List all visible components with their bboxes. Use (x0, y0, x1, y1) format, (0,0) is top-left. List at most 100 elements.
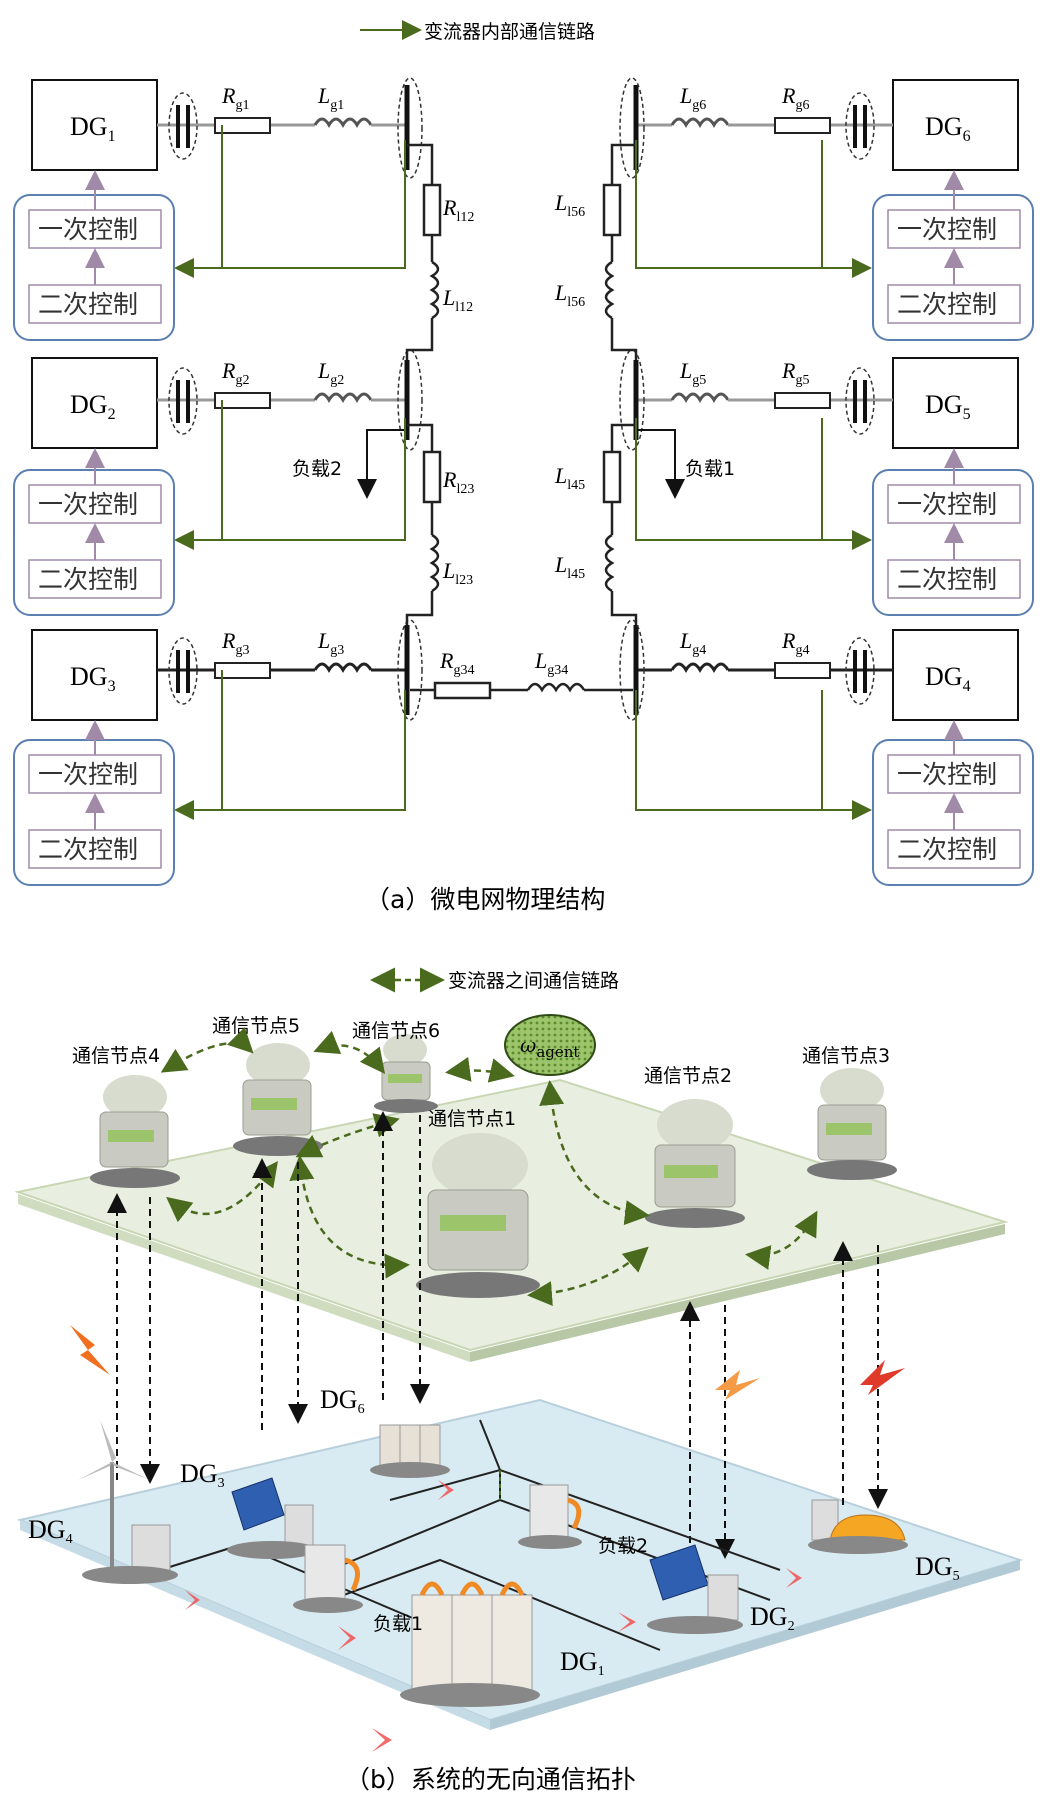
dg4-label: DG4 (925, 662, 971, 695)
legend-a-text: 变流器内部通信链路 (424, 21, 595, 43)
node6-label: 通信节点6 (352, 1020, 440, 1042)
dg4-b-label: DG4 (28, 1515, 73, 1547)
node3-label: 通信节点3 (802, 1045, 890, 1067)
dg4-wind-turbine (78, 1420, 178, 1584)
component-labels: Rg1 Lg1 Rg2 Lg2 Rg3 Lg3 Lg6 Rg6 Lg5 Rg5 … (221, 83, 809, 678)
dg5-b-label: DG5 (915, 1552, 960, 1584)
dg4-primary: 一次控制 (897, 760, 997, 789)
dg2-block: DG2 一次控制 二次控制 (13, 357, 175, 616)
dg4-block: DG4 一次控制 二次控制 (872, 629, 1034, 886)
rl23-label: Rl23 (442, 467, 474, 497)
node5-label: 通信节点5 (212, 1015, 300, 1037)
load2-charger (518, 1484, 582, 1549)
right-resistors (774, 117, 831, 679)
dg1-primary: 一次控制 (38, 215, 138, 244)
left-buses (397, 77, 423, 721)
dg-equipment (78, 1420, 908, 1707)
lightning-icons (70, 1325, 905, 1400)
load2-arrow (357, 429, 407, 499)
lg2-label: Lg2 (317, 358, 344, 388)
lg5-label: Lg5 (679, 358, 706, 388)
device-node3 (807, 1068, 897, 1180)
lower-labels: DG4 DG3 DG6 负载1 负载2 DG1 DG2 DG5 (28, 1385, 960, 1679)
device-node5 (233, 1043, 323, 1156)
lg4-label: Lg4 (679, 628, 706, 658)
agent-label: ωagent (520, 1033, 579, 1061)
upper-plane-edge-left (18, 1194, 470, 1362)
node1-label: 通信节点1 (428, 1108, 516, 1130)
lightning-icon-center (715, 1370, 760, 1400)
dg1-block: DG1 一次控制 二次控制 (13, 79, 175, 341)
caption-b: （b）系统的无向通信拓扑 (345, 1765, 636, 1794)
load2-b-label: 负载2 (598, 1535, 648, 1557)
load2-label: 负载2 (292, 458, 342, 480)
rg6-label: Rg6 (781, 83, 809, 113)
dg6-label: DG6 (925, 112, 971, 145)
dg5-primary: 一次控制 (897, 490, 997, 519)
dg2-solar (647, 1544, 743, 1634)
rg2-label: Rg2 (221, 358, 249, 388)
dg1-secondary: 二次控制 (38, 290, 138, 319)
dg6-secondary: 二次控制 (897, 290, 997, 319)
left-resistors (214, 117, 271, 679)
ll23-label: Ll23 (442, 558, 473, 588)
dg6-b-label: DG6 (320, 1385, 365, 1417)
dg2-b-label: DG2 (750, 1602, 795, 1634)
right-comm-links (635, 140, 872, 820)
rg34-label: Rg34 (439, 648, 474, 678)
left-comm-links (174, 125, 406, 820)
rg4-label: Rg4 (781, 628, 809, 658)
lightning-icon-right (860, 1360, 905, 1395)
dg3-block: DG3 一次控制 二次控制 (13, 629, 175, 886)
node4-label: 通信节点4 (72, 1045, 160, 1067)
ll45a-label: Ll45 (554, 463, 585, 493)
lg34-label: Lg34 (534, 648, 568, 678)
lg3-label: Lg3 (317, 628, 344, 658)
legend-a: 变流器内部通信链路 (360, 20, 595, 43)
right-breakers (845, 92, 875, 705)
legend-b: 变流器之间通信链路 (370, 967, 619, 993)
load1-charger (293, 1544, 363, 1613)
dg1-label: DG1 (70, 112, 116, 145)
device-node1 (416, 1133, 540, 1298)
device-node4 (90, 1075, 180, 1188)
dg2-secondary: 二次控制 (38, 565, 138, 594)
dg5-ev (808, 1499, 908, 1554)
lg6-label: Lg6 (679, 83, 706, 113)
left-breakers (168, 92, 198, 705)
ll56a-label: Ll56 (554, 190, 585, 220)
load1-b-label: 负载1 (373, 1613, 423, 1635)
right-feeders (638, 117, 893, 673)
ll12-label: Ll12 (442, 285, 473, 315)
dg6-cabinets (370, 1424, 450, 1478)
lightning-icon-left (70, 1325, 110, 1375)
node2-label: 通信节点2 (644, 1065, 732, 1087)
flow-arrows (165, 1480, 802, 1752)
upper-plane-edge-right (470, 1224, 1005, 1362)
left-feeders (157, 117, 405, 673)
dg4-secondary: 二次控制 (897, 835, 997, 864)
rg1-label: Rg1 (221, 83, 249, 113)
dg2-label: DG2 (70, 390, 116, 423)
left-tie-line (405, 143, 442, 625)
device-node6 (374, 1034, 438, 1113)
right-tie-line (602, 143, 638, 625)
rl12-label: Rl12 (442, 195, 474, 225)
dg1-cabinets (400, 1581, 540, 1707)
dg6-primary: 一次控制 (897, 215, 997, 244)
dg3-solar (227, 1477, 317, 1559)
caption-a: （a）微电网物理结构 (365, 885, 605, 914)
dg5-secondary: 二次控制 (897, 565, 997, 594)
dg5-label: DG5 (925, 390, 971, 423)
load1-arrow (636, 429, 685, 499)
agent-node: ωagent (504, 1014, 596, 1076)
comm-devices (90, 1034, 897, 1298)
vertical-links (107, 1111, 888, 1559)
rg3-label: Rg3 (221, 628, 249, 658)
rg5-label: Rg5 (781, 358, 809, 388)
dg5-block: DG5 一次控制 二次控制 (872, 357, 1034, 616)
load1-label: 负载1 (685, 458, 735, 480)
tie-3-4 (410, 681, 633, 700)
dg3-b-label: DG3 (180, 1459, 225, 1491)
dg6-block: DG6 一次控制 二次控制 (872, 79, 1034, 341)
